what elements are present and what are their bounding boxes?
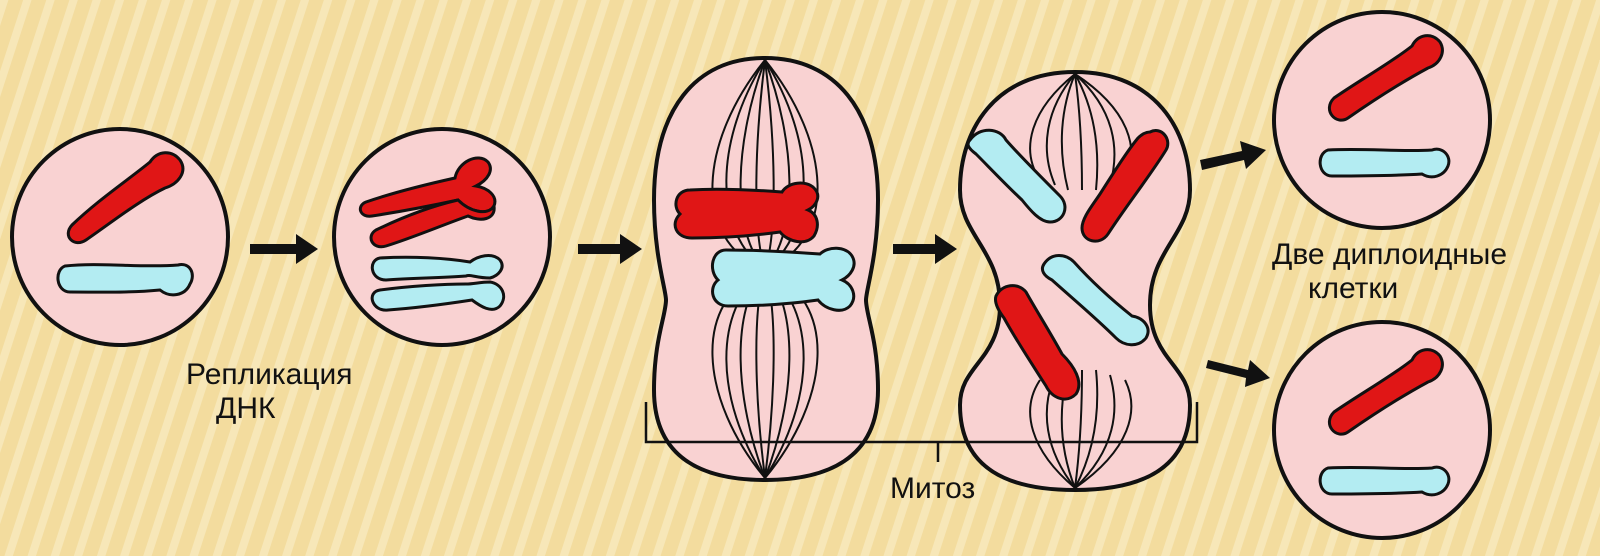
blue-chromosome-metaphase (712, 248, 854, 310)
cell-2 (334, 129, 550, 345)
daughter-cell-top-membrane (1274, 12, 1490, 228)
result-label-line2: клетки (1272, 272, 1592, 306)
blue-chromatid-top (372, 256, 502, 280)
blue-chromosome (1320, 467, 1449, 495)
daughter-cell-bottom-membrane (1274, 322, 1490, 538)
replication-label: Репликация ДНК (186, 358, 406, 426)
cell-1 (12, 129, 228, 345)
result-label-line1: Две диплоидные (1272, 238, 1592, 272)
cell-2-membrane (334, 129, 550, 345)
replication-label-line2: ДНК (186, 392, 406, 426)
replication-label-line1: Репликация (186, 358, 406, 392)
daughter-cell-top (1274, 12, 1490, 228)
blue-chromosome (1320, 149, 1449, 177)
blue-chromosome (58, 265, 192, 295)
mitosis-label: Митоз (890, 472, 1010, 506)
daughter-cell-bottom (1274, 322, 1490, 538)
red-chromosome-metaphase (675, 183, 818, 242)
cell-1-membrane (12, 129, 228, 345)
result-label: Две диплоидные клетки (1272, 238, 1592, 306)
cell-3 (654, 58, 878, 480)
